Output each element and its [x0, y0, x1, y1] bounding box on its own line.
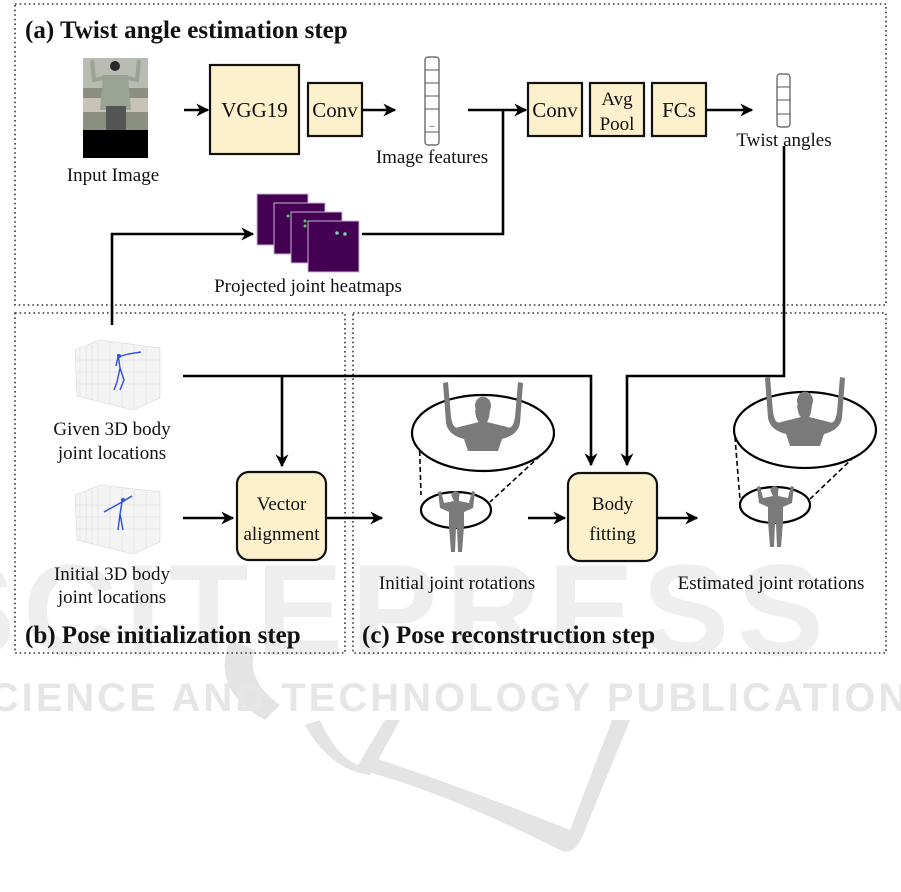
initial-rotations-label: Initial joint rotations [379, 573, 535, 594]
panel-a-border [14, 3, 887, 306]
line-heatmaps-to-merge [362, 110, 505, 236]
given-3d-label-1: Given 3D body [53, 419, 171, 440]
twist-angles-label: Twist angles [736, 130, 831, 151]
conv2-label: Conv [532, 98, 578, 122]
image-features-label: Image features [376, 147, 488, 168]
fcs-label: FCs [662, 98, 696, 122]
initial-3d-plot [74, 484, 161, 555]
feature-ellipsis: ... [429, 120, 435, 129]
panel-b-title: (b) Pose initialization step [25, 622, 301, 649]
estimated-rotations-label: Estimated joint rotations [678, 573, 865, 594]
initial-3d-label-1: Initial 3D body [54, 564, 171, 585]
conv2-box [526, 81, 584, 138]
panel-c-title: (c) Pose reconstruction step [362, 622, 655, 649]
conv1-label: Conv [312, 98, 358, 122]
estimated-rotations-figure [732, 377, 878, 547]
watermark: SCITEPRESS SCIENCE AND TECHNOLOGY PUBLIC… [0, 537, 901, 852]
input-image [83, 58, 148, 158]
panel-a-title: (a) Twist angle estimation step [25, 17, 348, 44]
watermark-small: SCIENCE AND TECHNOLOGY PUBLICATIONS [0, 676, 901, 720]
heatmaps-stack [256, 193, 360, 273]
input-image-label: Input Image [67, 165, 159, 186]
watermark-swoosh-3 [360, 720, 630, 852]
arrow-twist-to-bodyfitting [620, 146, 786, 467]
fcs-box [650, 81, 708, 138]
avgpool-label-2: Pool [600, 114, 635, 135]
panel-b-border [14, 312, 346, 654]
arrow-given3d-to-heatmaps [110, 227, 255, 325]
vector-alignment-label-2: alignment [244, 524, 321, 545]
body-fitting-label-1: Body [592, 494, 634, 515]
image-features-vector: ... [424, 56, 440, 146]
vgg19-box [208, 63, 301, 156]
initial-3d-label-2: joint locations [57, 587, 166, 608]
given-3d-label-2: joint locations [57, 443, 166, 464]
given-3d-plot [74, 339, 161, 411]
arrow-given3d-to-bodyfitting [183, 374, 598, 467]
heatmaps-label: Projected joint heatmaps [214, 276, 402, 297]
vgg19-label: VGG19 [221, 98, 288, 122]
avgpool-box [588, 81, 646, 138]
avgpool-label-1: Avg [601, 89, 633, 110]
initial-rotations-figure [410, 382, 556, 552]
twist-angles-vector [776, 73, 791, 128]
vector-alignment-box [235, 470, 328, 562]
body-fitting-label-2: fitting [589, 524, 636, 545]
watermark-big: SCITEPRESS [0, 537, 832, 683]
watermark-swoosh-1 [224, 640, 280, 720]
vector-alignment-label-1: Vector [257, 494, 307, 515]
body-fitting-box [566, 471, 659, 563]
